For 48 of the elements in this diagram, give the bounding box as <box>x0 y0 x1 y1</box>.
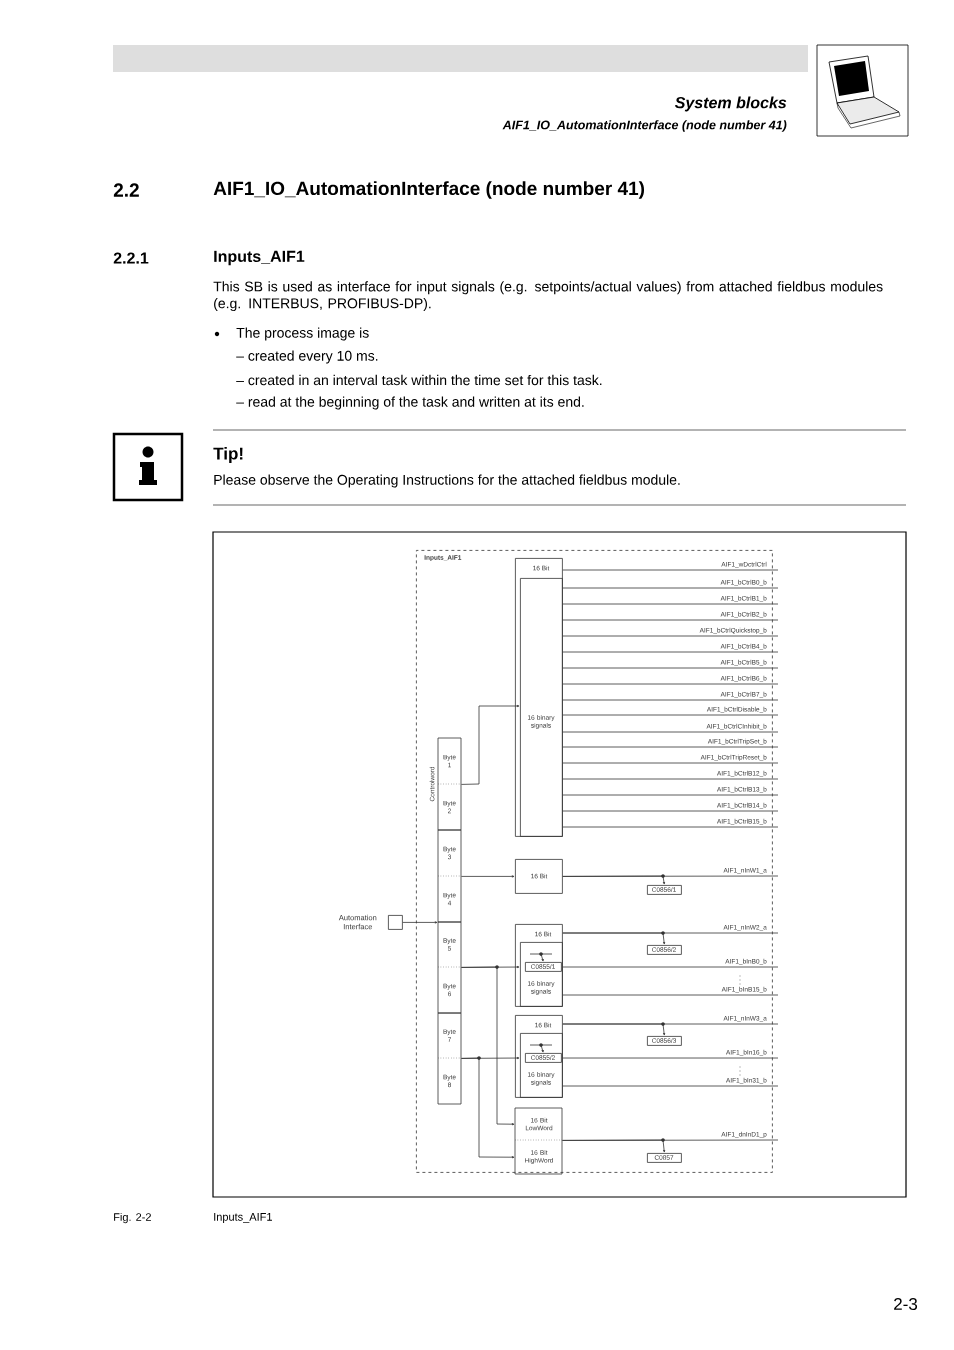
signal-line <box>562 994 779 996</box>
signal-line <box>562 635 779 637</box>
list-item: – read at the beginning of the task and written at its end. <box>236 396 584 410</box>
section-heading: AIF1_IO_AutomationInterface (node number 41) <box>213 181 645 199</box>
signal-line <box>562 1057 779 1059</box>
signal-line <box>562 1085 779 1087</box>
signal-line <box>562 699 779 701</box>
arrow <box>402 921 438 924</box>
figure-number: Fig. 2-2 <box>114 1212 151 1224</box>
arrow <box>461 875 515 878</box>
signal-line <box>562 587 779 589</box>
signal-line <box>562 731 779 733</box>
signal-line <box>562 762 779 764</box>
signal-line <box>562 683 779 685</box>
list-item: – created in an interval task within the time set for this task. <box>236 374 602 386</box>
arrow <box>461 704 520 785</box>
paragraph: This SB is used as interface for input signals (e.g. setpoints/actual values) from attached fieldbus modules (e.g. INTERBUS, PROFIBUS-DP). <box>213 281 883 312</box>
signal-line <box>562 826 779 828</box>
arrow <box>529 952 553 962</box>
arrow <box>562 874 666 885</box>
signal-line <box>562 714 779 716</box>
figure-caption: Inputs_AIF1 <box>214 1213 272 1223</box>
arrow <box>562 1022 666 1036</box>
signal-line <box>562 569 779 571</box>
signal-line <box>562 651 779 653</box>
page-number: 2-3 <box>894 1298 918 1311</box>
signal-line <box>562 746 779 748</box>
signal-line <box>562 778 779 780</box>
list-item: The process image is <box>236 327 369 341</box>
arrow <box>529 1043 553 1053</box>
section-number: 2.2 <box>113 183 139 197</box>
section-heading: Inputs_AIF1 <box>214 250 305 266</box>
signal-line <box>562 619 779 621</box>
header-subtitle: System blocks <box>674 96 787 112</box>
tip-heading: Tip! <box>213 447 243 463</box>
signal-line <box>562 966 779 968</box>
arrow <box>562 1138 666 1153</box>
signal-line <box>562 667 779 669</box>
header-subtitle: AIF1_IO_AutomationInterface (node number 41) <box>502 120 787 132</box>
signal-line <box>562 603 779 605</box>
signal-line <box>562 810 779 812</box>
section-number: 2.2.1 <box>113 252 149 264</box>
list-item: – created every 10 ms. <box>236 350 378 364</box>
arrow <box>461 965 515 1126</box>
tip-text: Please observe the Operating Instructions for the attached fieldbus module. <box>214 474 680 488</box>
signal-line <box>562 794 779 796</box>
arrow <box>562 931 666 945</box>
arrow <box>461 1056 515 1159</box>
